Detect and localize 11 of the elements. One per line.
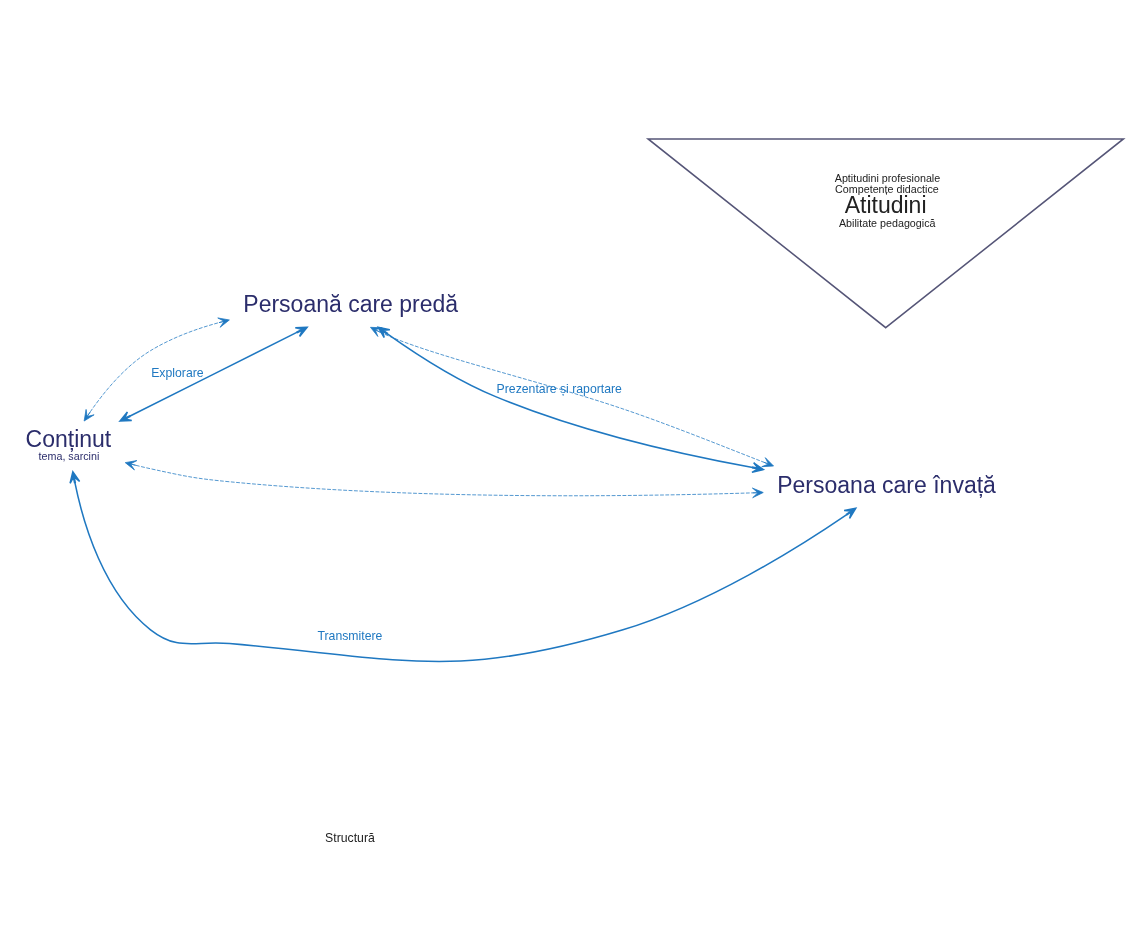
edge-label: Prezentare și raportare: [496, 381, 622, 396]
arrow: [124, 460, 764, 499]
edge-label: Transmitere: [317, 628, 383, 643]
node-text: Persoana care învață: [777, 471, 996, 498]
edge-label: Explorare: [151, 365, 204, 380]
arrow: [69, 471, 857, 663]
arrow: [119, 326, 308, 422]
node-text: Persoană care predă: [243, 290, 459, 317]
label: Structură: [325, 831, 375, 846]
arrow: [83, 317, 230, 422]
node-text: Conținut tema, sarcini: [25, 426, 112, 463]
